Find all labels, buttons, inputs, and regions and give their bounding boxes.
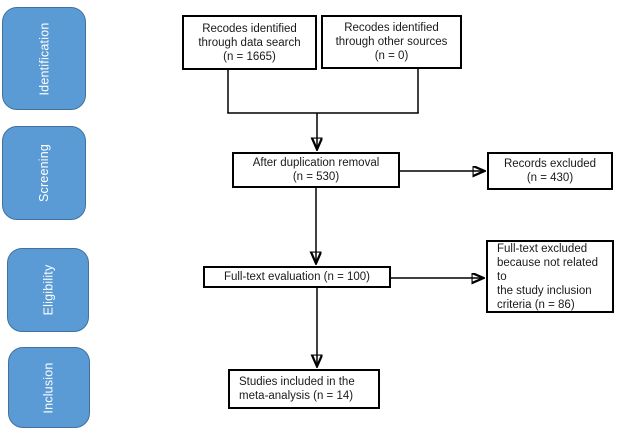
box-text-line: meta-analysis (n = 14) <box>239 390 354 402</box>
box-text-line: Studies included in the <box>239 376 355 388</box>
stage-eligibility-label: Eligibility <box>40 264 55 316</box>
box-text-line: through data search <box>198 36 301 49</box>
box-text-line: Recodes identified <box>344 22 439 34</box>
box-text-line: because not related to <box>497 256 599 283</box>
box-duplication-removal: After duplication removal (n = 530) <box>232 152 400 188</box>
stage-screening-label: Screening <box>37 143 51 203</box>
stage-identification-label: Identification <box>36 22 51 95</box>
stage-screening: Screening <box>2 126 86 220</box>
box-text-line: Full-text evaluation (n = 100) <box>223 271 371 283</box>
box-studies-included: Studies included in the meta-analysis (n… <box>228 369 380 409</box>
stage-identification: Identification <box>2 7 86 110</box>
box-records-identified-other: Recodes identified through other sources… <box>321 15 462 69</box>
box-text-line: (n = 430) <box>526 172 574 184</box>
box-records-excluded: Records excluded (n = 430) <box>487 152 613 190</box>
box-text-line: Full-text excluded <box>497 242 588 255</box>
box-text-line: (n = 530) <box>292 171 340 183</box>
stage-inclusion: Inclusion <box>8 347 90 428</box>
box-text-line: Recodes identified <box>202 22 297 35</box>
box-text-line: (n = 0) <box>374 50 409 62</box>
box-text-line: Records excluded <box>503 158 597 170</box>
box-text-line: the study inclusion <box>497 284 592 297</box>
box-fulltext-evaluation: Full-text evaluation (n = 100) <box>203 266 391 288</box>
box-records-identified-search: Recodes identified through data search (… <box>182 15 317 70</box>
box-fulltext-excluded: Full-text excluded because not related t… <box>486 240 614 313</box>
box-text-line: through other sources <box>335 36 448 48</box>
stage-inclusion-label: Inclusion <box>41 361 56 414</box>
box-text-line: criteria (n = 86) <box>497 298 575 311</box>
stage-eligibility: Eligibility <box>7 248 89 332</box>
box-text-line: After duplication removal <box>252 157 380 169</box>
box-text-line: (n = 1665) <box>223 50 276 63</box>
